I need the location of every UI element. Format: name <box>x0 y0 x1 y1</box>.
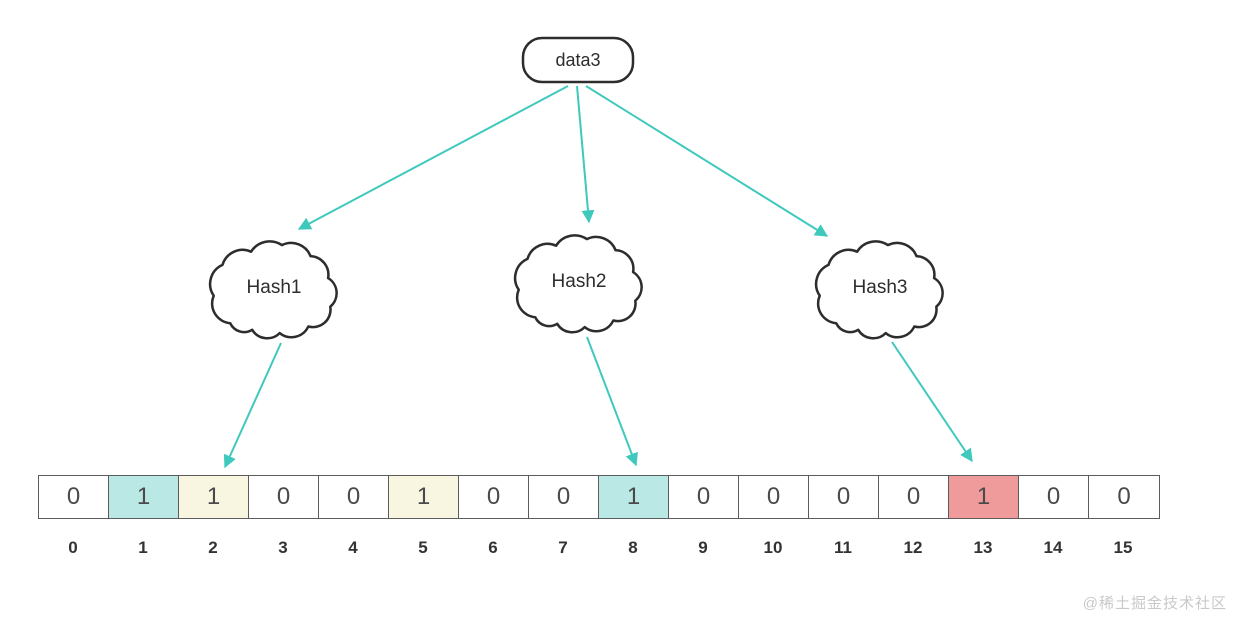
arrow-hash2-to-cell8 <box>586 336 638 467</box>
bit-cell-8: 1 <box>599 476 669 518</box>
hash3-cloud <box>814 240 944 340</box>
index-label-10: 10 <box>763 538 783 557</box>
hash2-cloud <box>513 234 643 334</box>
bit-cell-11: 0 <box>809 476 879 518</box>
arrow-hash1-to-cell2 <box>223 342 282 469</box>
bit-cell-6: 0 <box>459 476 529 518</box>
bit-cell-5: 1 <box>389 476 459 518</box>
index-label-7: 7 <box>558 538 568 557</box>
index-label-1: 1 <box>138 538 148 557</box>
index-label-5: 5 <box>418 538 428 557</box>
index-label-12: 12 <box>903 538 923 557</box>
index-label-11: 11 <box>834 538 852 557</box>
bit-cell-15: 0 <box>1089 476 1159 518</box>
bit-cell-1: 1 <box>109 476 179 518</box>
arrow-hash3-to-cell13 <box>891 341 973 463</box>
index-label-8: 8 <box>628 538 638 557</box>
bit-cell-4: 0 <box>319 476 389 518</box>
bit-cell-14: 0 <box>1019 476 1089 518</box>
hash1-cloud <box>208 240 338 340</box>
bit-cell-7: 0 <box>529 476 599 518</box>
arrow-data3-to-hash2 <box>576 85 595 224</box>
index-label-2: 2 <box>208 538 218 557</box>
bit-cell-10: 0 <box>739 476 809 518</box>
bit-cell-2: 1 <box>179 476 249 518</box>
arrow-data3-to-hash1 <box>297 85 569 230</box>
bit-cell-0: 0 <box>39 476 109 518</box>
arrow-data3-to-hash3 <box>585 85 829 237</box>
data-node-box <box>521 36 635 84</box>
bit-cell-3: 0 <box>249 476 319 518</box>
index-label-15: 15 <box>1113 538 1133 557</box>
bit-cell-13: 1 <box>949 476 1019 518</box>
watermark: @稀土掘金技术社区 <box>1082 595 1227 612</box>
bit-cell-9: 0 <box>669 476 739 518</box>
index-label-0: 0 <box>68 538 78 557</box>
index-label-4: 4 <box>348 538 358 557</box>
index-label-14: 14 <box>1043 538 1063 557</box>
bit-cell-12: 0 <box>879 476 949 518</box>
index-label-3: 3 <box>278 538 288 557</box>
index-label-13: 13 <box>973 538 993 557</box>
index-row: 0 1 2 3 4 5 6 7 8 9 10 11 12 13 14 15 <box>38 538 1158 558</box>
bit-array: 0 1 1 0 0 1 0 0 1 0 0 0 0 1 0 0 <box>38 475 1160 519</box>
index-label-9: 9 <box>698 538 708 557</box>
index-label-6: 6 <box>488 538 498 557</box>
